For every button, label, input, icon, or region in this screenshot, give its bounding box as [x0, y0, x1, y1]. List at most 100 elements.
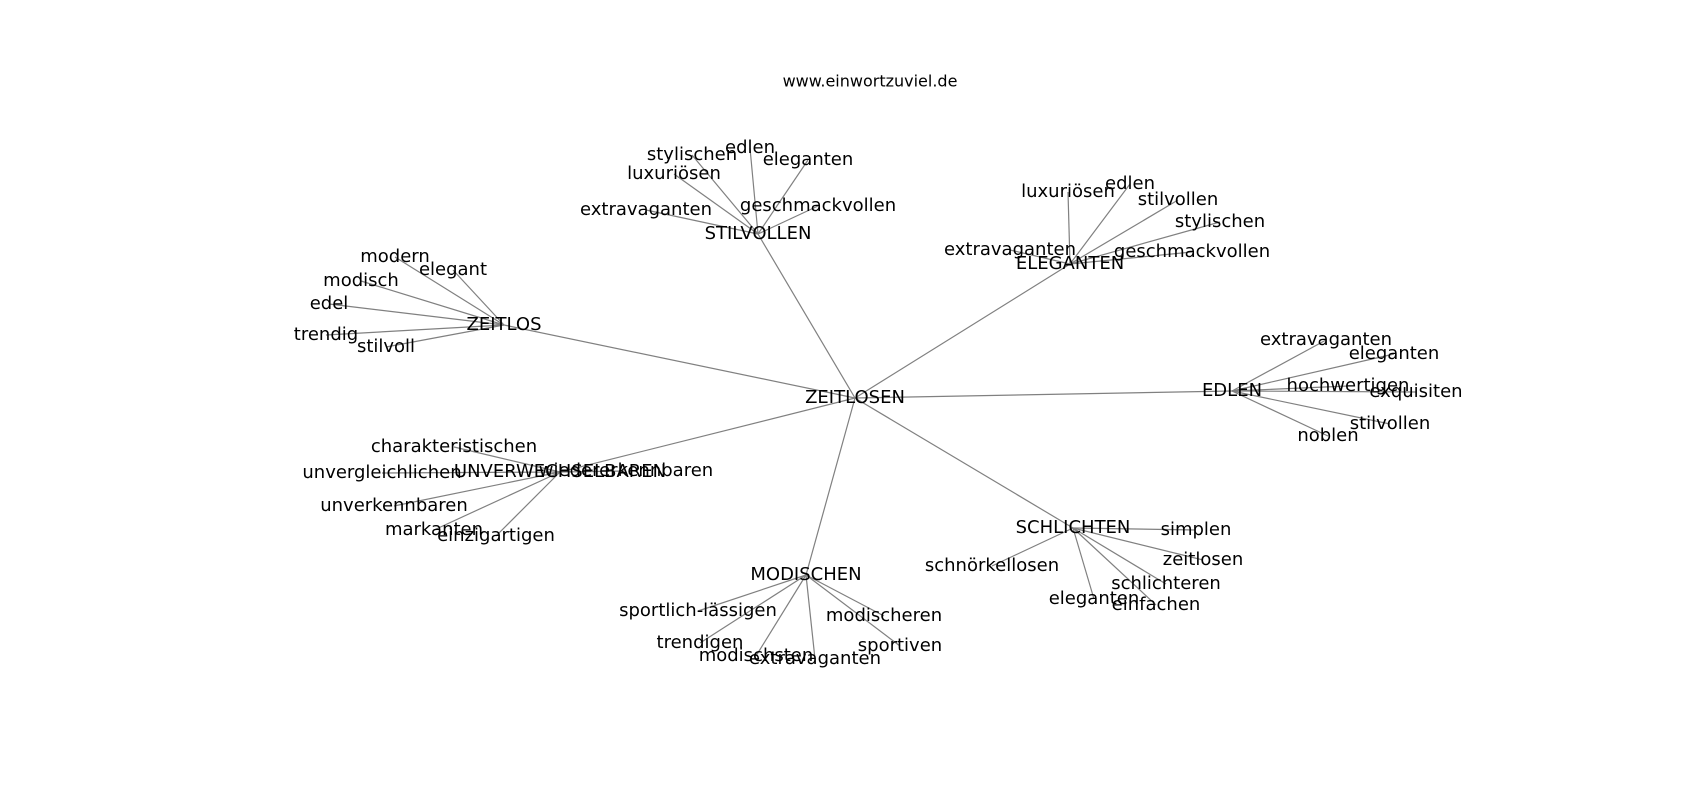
- edge-schlichten-eleganten: [1072, 527, 1095, 600]
- edge-stilvollen-edlen: [749, 147, 759, 235]
- edge-modischen-extravaganten: [805, 574, 816, 660]
- edge-unverwechselbaren-charakteristischen: [453, 446, 561, 473]
- leaf-node-edlen-extravaganten: extravaganten: [1260, 329, 1392, 350]
- leaf-node-unverwechselbaren-wiedererkennbaren: wiedererkennbaren: [539, 460, 713, 481]
- leaf-node-edlen-noblen: noblen: [1297, 425, 1358, 446]
- leaf-node-schlichten-schlichteren: schlichteren: [1111, 573, 1221, 594]
- edge-eleganten-stylischen: [1069, 221, 1221, 265]
- edge-modischen-trendigen: [699, 574, 807, 644]
- leaf-node-schlichten-einfachen: einfachen: [1112, 594, 1201, 615]
- edge-schlichten-zeitlosen: [1072, 527, 1204, 561]
- edge-schlichten-schnoerkellosen: [991, 527, 1074, 567]
- edge-stilvollen-luxurioesen: [673, 173, 759, 235]
- leaf-node-edlen-eleganten: eleganten: [1349, 343, 1440, 364]
- edge-eleganten-extravaganten: [1009, 249, 1071, 265]
- center-node-label: ZEITLOSEN: [805, 387, 905, 408]
- edge-modischen-sportlich-laessigen: [697, 574, 807, 612]
- edge-stilvollen-eleganten: [757, 159, 809, 235]
- hub-node-modischen: MODISCHEN: [750, 564, 861, 585]
- edge-unverwechselbaren-einzigartigen: [495, 471, 561, 537]
- leaf-node-modischen-trendigen: trendigen: [657, 632, 744, 653]
- edge-zeitlos-trendig: [325, 324, 505, 336]
- leaf-node-edlen-stilvollen: stilvollen: [1350, 413, 1431, 434]
- edge-zeitlos-stilvoll: [385, 324, 505, 348]
- leaf-node-modischen-modischsten: modischsten: [699, 645, 814, 666]
- leaf-node-schlichten-schnoerkellosen: schnörkellosen: [925, 555, 1059, 576]
- leaf-node-zeitlos-modisch: modisch: [323, 270, 399, 291]
- leaf-node-eleganten-geschmackvollen: geschmackvollen: [1114, 241, 1270, 262]
- leaf-node-zeitlos-stilvoll: stilvoll: [357, 336, 415, 357]
- leaf-node-modischen-modischeren: modischeren: [826, 605, 942, 626]
- leaf-node-eleganten-stylischen: stylischen: [1175, 211, 1265, 232]
- source-url-label: www.einwortzuviel.de: [783, 72, 958, 91]
- edge-edlen-exquisiten: [1231, 390, 1417, 393]
- leaf-node-zeitlos-elegant: elegant: [419, 259, 487, 280]
- hub-node-unverwechselbaren: UNVERWECHSELBAREN: [454, 461, 666, 482]
- leaf-node-unverwechselbaren-unvergleichlichen: unvergleichlichen: [302, 462, 461, 483]
- edge-eleganten-geschmackvollen: [1069, 251, 1193, 265]
- leaf-node-unverwechselbaren-charakteristischen: charakteristischen: [371, 436, 537, 457]
- edge-eleganten-luxurioesen: [1067, 191, 1071, 265]
- edge-modischen-sportiven: [805, 574, 901, 647]
- edge-edlen-hochwertigen: [1231, 385, 1349, 392]
- hub-node-eleganten: ELEGANTEN: [1016, 253, 1124, 274]
- edge-unverwechselbaren-wiedererkennbaren: [559, 470, 627, 473]
- leaf-node-eleganten-luxurioesen: luxuriösen: [1021, 181, 1115, 202]
- edge-eleganten-stilvollen: [1069, 199, 1179, 265]
- leaf-node-stilvollen-eleganten: eleganten: [763, 149, 854, 170]
- edge-schlichten-schlichteren: [1072, 527, 1167, 585]
- edge-zeitlos-edel: [328, 303, 505, 326]
- edge-edlen-noblen: [1231, 390, 1329, 437]
- edge-eleganten-edlen: [1069, 183, 1131, 265]
- leaf-node-modischen-sportiven: sportiven: [858, 635, 942, 656]
- edge-edlen-stilvollen: [1231, 390, 1391, 425]
- edge-stilvollen-stylischen: [691, 154, 759, 235]
- edge-center-eleganten: [854, 263, 1071, 399]
- leaf-node-stilvollen-extravaganten: extravaganten: [580, 199, 712, 220]
- leaf-node-zeitlos-modern: modern: [360, 246, 430, 267]
- edge-center-stilvollen: [757, 233, 856, 399]
- labels-layer: ZEITLOSENSTILVOLLENstylischenedlenelegan…: [294, 137, 1463, 669]
- hub-node-schlichten: SCHLICHTEN: [1016, 517, 1131, 538]
- leaf-node-modischen-extravaganten: extravaganten: [749, 648, 881, 669]
- leaf-node-schlichten-eleganten: eleganten: [1049, 588, 1140, 609]
- leaf-node-eleganten-edlen: edlen: [1105, 173, 1155, 194]
- edge-schlichten-simplen: [1072, 527, 1197, 531]
- hub-node-zeitlos: ZEITLOS: [467, 314, 542, 335]
- leaf-node-stilvollen-geschmackvollen: geschmackvollen: [740, 195, 896, 216]
- edge-unverwechselbaren-unvergleichlichen: [381, 471, 561, 474]
- edge-edlen-extravaganten: [1231, 339, 1327, 392]
- hub-node-edlen: EDLEN: [1202, 380, 1262, 401]
- edge-zeitlos-modisch: [360, 280, 505, 326]
- edge-modischen-modischsten: [755, 574, 807, 657]
- edge-center-schlichten: [854, 397, 1074, 529]
- edge-center-modischen: [805, 397, 856, 576]
- leaf-node-unverwechselbaren-markanten: markanten: [385, 519, 483, 540]
- edge-stilvollen-extravaganten: [645, 209, 759, 235]
- hub-node-stilvollen: STILVOLLEN: [705, 223, 812, 244]
- leaf-node-stilvollen-stylischen: stylischen: [647, 144, 737, 165]
- edge-stilvollen-geschmackvollen: [757, 205, 819, 235]
- edge-center-unverwechselbaren: [559, 397, 856, 473]
- edge-center-edlen: [854, 390, 1233, 399]
- leaf-node-zeitlos-edel: edel: [310, 293, 349, 314]
- edge-center-zeitlos: [503, 324, 856, 399]
- leaf-node-unverwechselbaren-unverkennbaren: unverkennbaren: [320, 495, 468, 516]
- leaf-node-schlichten-zeitlosen: zeitlosen: [1163, 549, 1243, 570]
- leaf-node-schlichten-simplen: simplen: [1161, 519, 1232, 540]
- leaf-node-zeitlos-trendig: trendig: [294, 324, 358, 345]
- leaf-node-edlen-hochwertigen: hochwertigen: [1287, 375, 1410, 396]
- edge-zeitlos-elegant: [452, 269, 505, 326]
- edge-schlichten-einfachen: [1072, 527, 1157, 606]
- leaf-node-unverwechselbaren-einzigartigen: einzigartigen: [437, 525, 555, 546]
- edge-edlen-eleganten: [1231, 353, 1395, 392]
- leaf-node-edlen-exquisiten: exquisiten: [1369, 381, 1462, 402]
- edge-unverwechselbaren-markanten: [433, 471, 561, 531]
- leaf-node-stilvollen-edlen: edlen: [725, 137, 775, 158]
- edge-modischen-modischeren: [805, 574, 885, 617]
- edge-unverwechselbaren-unverkennbaren: [393, 471, 561, 507]
- leaf-node-modischen-sportlich-laessigen: sportlich-lässigen: [619, 600, 777, 621]
- edge-zeitlos-modern: [394, 256, 505, 326]
- leaf-node-stilvollen-luxurioesen: luxuriösen: [627, 163, 721, 184]
